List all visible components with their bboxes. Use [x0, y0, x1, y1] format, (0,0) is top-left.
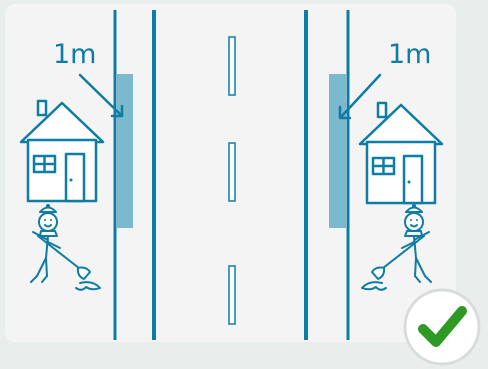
- distance-label-right: 1m: [388, 41, 431, 68]
- green-checkmark-icon: [402, 287, 482, 367]
- distance-label-left: 1m: [53, 41, 96, 68]
- illustration-panel: 1m 1m: [5, 4, 456, 342]
- cleared-strip-left: [117, 74, 133, 228]
- person-shoveling-snow-icon: [362, 204, 431, 290]
- house-icon: [360, 103, 442, 203]
- lane-markings: [229, 37, 235, 324]
- person-shoveling-snow-icon: [31, 204, 100, 290]
- cleared-strip-right: [329, 74, 346, 228]
- house-icon: [21, 101, 103, 201]
